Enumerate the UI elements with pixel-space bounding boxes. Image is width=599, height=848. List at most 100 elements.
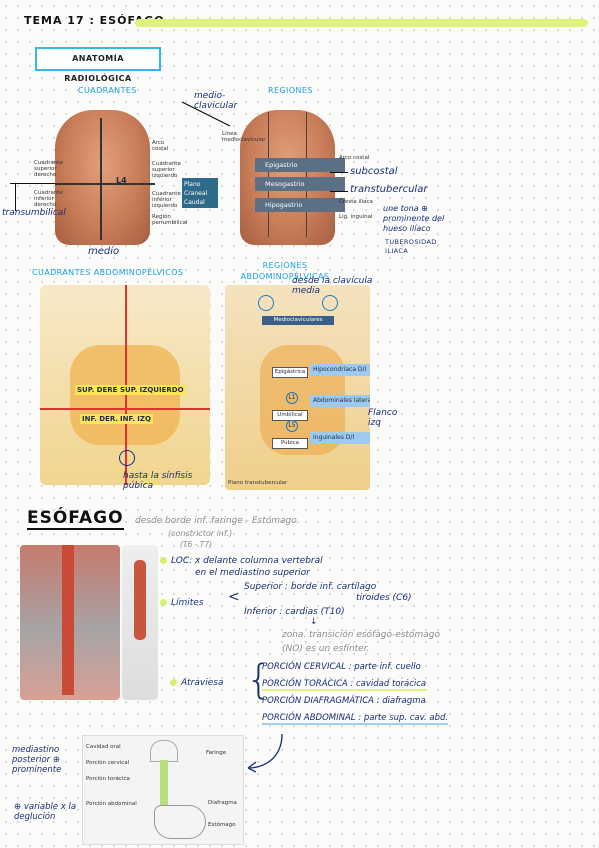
- esofago-title: ESÓFAGO: [27, 508, 124, 530]
- label-inf-izq: INF. IZQ: [118, 414, 153, 424]
- porcion-diafragmatica: PORCIÓN DIAFRAGMÁTICA : diafragma: [262, 696, 426, 706]
- esofago-vert: (T6 - T7): [180, 540, 213, 549]
- bullet: [170, 679, 177, 686]
- label-inf-der: INF. DER.: [80, 414, 121, 424]
- box-pubica: Púbica: [272, 438, 308, 449]
- transumbilical-pointer-v: [15, 183, 16, 211]
- note-medio-clavicular: medio-clavicular: [194, 91, 238, 111]
- heading-cuadrantes-abdominopelvicos: CUADRANTES ABDOMINOPÉLVICOS: [32, 268, 184, 277]
- limites-row: Límites: [160, 598, 204, 608]
- esofago-constrictor: (constrictor inf.): [168, 529, 233, 538]
- transtubercular-pointer: [330, 191, 348, 192]
- loc-line-1: LOC: x delante columna vertebral: [160, 556, 323, 566]
- plane-label: Plano: [184, 181, 201, 188]
- note-medio: medio: [88, 246, 120, 257]
- plane-craneal: Craneal: [184, 190, 208, 197]
- label-cuadrante-sup-der: Cuadrante superior derecho: [34, 160, 63, 178]
- limite-superior: Superior : borde inf. cartílago: [244, 582, 377, 592]
- diagram-stomach: [154, 805, 206, 839]
- note-tuberosidad: TUBEROSIDAD ILIACA: [385, 238, 437, 255]
- heading-cuadrantes: CUADRANTES: [78, 86, 137, 95]
- label-cuadrante-inf-izq: Cuadrante inferior izquierdo: [152, 191, 181, 209]
- zona-transicion: zona. transición esófago-estómago: [282, 630, 440, 640]
- l5-circle: L5: [286, 420, 298, 432]
- label-cuadrante-sup-izq: Cuadrante superior izquierdo: [152, 161, 181, 179]
- clavicle-circle-left: [258, 295, 274, 311]
- note-clavicula: desde la clavícula media: [292, 276, 373, 296]
- diagram-cavidad-oral: Cavidad oral: [86, 744, 121, 750]
- label-sup-izquierdo: SUP. IZQUIERDO: [118, 385, 186, 395]
- bullet: [160, 557, 167, 564]
- side-note-variable: ⊕ variable x la deglución: [14, 802, 77, 822]
- arrow-to-diagram: [247, 733, 283, 773]
- arrow-medio-clavicular: [181, 101, 231, 127]
- note-flanco: Flanco izq: [368, 408, 398, 428]
- diagram-esophagus: [160, 760, 168, 806]
- atraviesa-label: Atraviesa: [181, 678, 224, 688]
- section-label: ANATOMÍA RADIOLÓGICA: [35, 47, 161, 83]
- limite-superior-2: tiroides (C6): [356, 593, 412, 603]
- note-transumbilical: transumbilical: [2, 208, 66, 218]
- quadrant-vertical-line: [100, 118, 102, 240]
- label-plane-transtubercular: Plano transtubercular: [228, 480, 288, 486]
- label-linea-medioclavicular: Línea medioclavicular: [222, 131, 266, 143]
- arrow-down: ↓: [310, 617, 318, 627]
- label-sup-derecho: SUP. DERECHO: [75, 385, 137, 395]
- sinfisis-circle: [119, 450, 135, 466]
- quadrant-horizontal-line: [55, 183, 155, 185]
- plane-box: Plano Craneal Caudal: [182, 178, 218, 208]
- region-epigastrio: Epigastrio: [255, 158, 345, 172]
- label-cuadrante-inf-der: Cuadrante inferior derecho: [34, 190, 63, 208]
- no-esfinter: (NO) es un esfínter.: [282, 644, 370, 654]
- porcion-toracica: PORCIÓN TORÁCICA : cavidad torácica: [262, 679, 427, 691]
- limites-label: Límites: [171, 598, 204, 608]
- diagram-porcion-cervical: Porción cervical: [86, 760, 130, 766]
- diagram-porcion-abdominal: Porción abdominal: [86, 801, 137, 807]
- box-epigastrica: Epigástrica: [272, 367, 308, 378]
- side-note-mediastino: mediastino posterior ⊕ prominente: [12, 745, 62, 775]
- label-lig-inguinal: Lig. inguinal: [339, 214, 373, 220]
- limites-brace: <: [228, 589, 240, 605]
- heading-regiones-abdominopelvicas: REGIONES ABDOMINOPÉLVICAS: [240, 261, 330, 281]
- diagram-head: [150, 740, 178, 762]
- porcion-cervical: PORCIÓN CERVICAL : parte inf. cuello: [262, 662, 421, 672]
- region-mesogastrio: Mesogastrio: [255, 177, 345, 191]
- label-cresta-iliaca: Cresta ilíaca: [339, 199, 373, 205]
- region-hipogastrio: Hipogastrio: [255, 198, 345, 212]
- diagram-diafragma: Diafragma: [208, 800, 237, 806]
- box-medioclaviculares: Medioclaviculares: [262, 316, 334, 325]
- heading-regiones: REGIONES: [268, 86, 313, 95]
- atraviesa-brace: {: [246, 657, 272, 703]
- diagram-faringe: Faringe: [206, 750, 227, 756]
- loc-line-2: en el mediastino superior: [195, 568, 310, 578]
- clavicle-circle-right: [322, 295, 338, 311]
- label-l4: L4: [116, 176, 127, 185]
- subcostal-pointer: [330, 172, 348, 173]
- box-inguinales: Inguinales D/I: [310, 432, 370, 444]
- limite-inferior: Inferior : cardias (T10): [244, 607, 345, 617]
- title-highlight: [135, 19, 588, 27]
- note-sinfisis: hasta la sínfisis púbica: [123, 471, 193, 491]
- label-arco-costal-1: Arco costal: [152, 140, 169, 152]
- box-abdominales-laterales: Abdominales laterales: [310, 395, 370, 407]
- transumbilical-pointer: [10, 183, 55, 184]
- diagram-porcion-toracica: Porción torácica: [86, 776, 130, 782]
- regions-line-right: [306, 112, 307, 237]
- esophagus-in-thorax: [62, 545, 74, 695]
- porcion-abdominal: PORCIÓN ABDOMINAL : parte sup. cav. abd.: [262, 713, 449, 725]
- plane-caudal: Caudal: [184, 199, 205, 206]
- label-periumbilical: Región periumbilical: [152, 214, 188, 226]
- page-title: TEMA 17 : ESÓFAGO: [24, 14, 165, 27]
- atraviesa-row: Atraviesa: [170, 678, 223, 688]
- label-arco-costal-2: Arco costal: [339, 155, 370, 161]
- box-hipocondriaca: Hipocondríaca D/I: [310, 364, 370, 376]
- torso-image-quadrants: [55, 110, 150, 245]
- note-subcostal: subcostal: [350, 166, 398, 177]
- diagram-estomago: Estómago: [208, 822, 236, 828]
- esofago-desde: desde borde inf. faringe - Estómago.: [135, 516, 300, 526]
- esophagus-tube: [134, 560, 146, 640]
- l1-circle: L1: [286, 392, 298, 404]
- regions-line-left: [268, 112, 269, 237]
- note-tubercle: une tona ⊕ prominente del hueso ilíaco: [383, 204, 445, 233]
- loc-text-1: LOC: x delante columna vertebral: [171, 556, 323, 566]
